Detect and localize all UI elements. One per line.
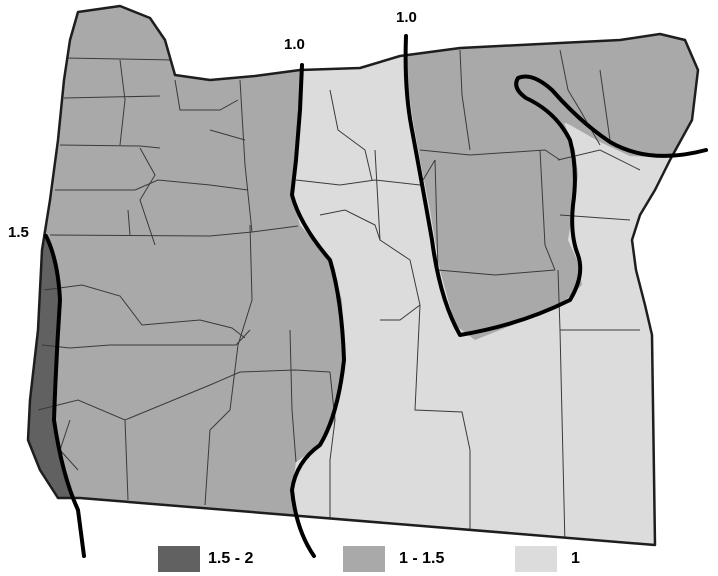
legend-item-mid: 1 - 1.5 [343, 546, 444, 572]
legend-label-mid: 1 - 1.5 [399, 550, 445, 567]
legend-item-low: 1 [515, 546, 580, 572]
contour-label-1-5: 1.5 [8, 224, 29, 241]
map-legend: 1.5 - 2 1 - 1.5 1 [0, 546, 718, 576]
legend-label-low: 1 [571, 550, 580, 567]
contour-label-1-0-east: 1.0 [396, 9, 417, 26]
county-boundaries [37, 49, 641, 545]
contour-line-1-0-west [290, 63, 346, 558]
legend-swatch-high [158, 546, 200, 572]
legend-label-high: 1.5 - 2 [208, 550, 254, 567]
contour-line-1-5 [44, 234, 86, 558]
state-outline [26, 4, 700, 547]
contour-label-1-0-west: 1.0 [284, 36, 305, 53]
contour-line-1-0-east [403, 34, 708, 337]
legend-item-high: 1.5 - 2 [158, 546, 253, 572]
band-mid-east [405, 6, 698, 340]
band-mid-west [28, 6, 344, 545]
legend-swatch-mid [343, 546, 385, 572]
legend-swatch-low [515, 546, 557, 572]
contour-lines [44, 34, 708, 558]
